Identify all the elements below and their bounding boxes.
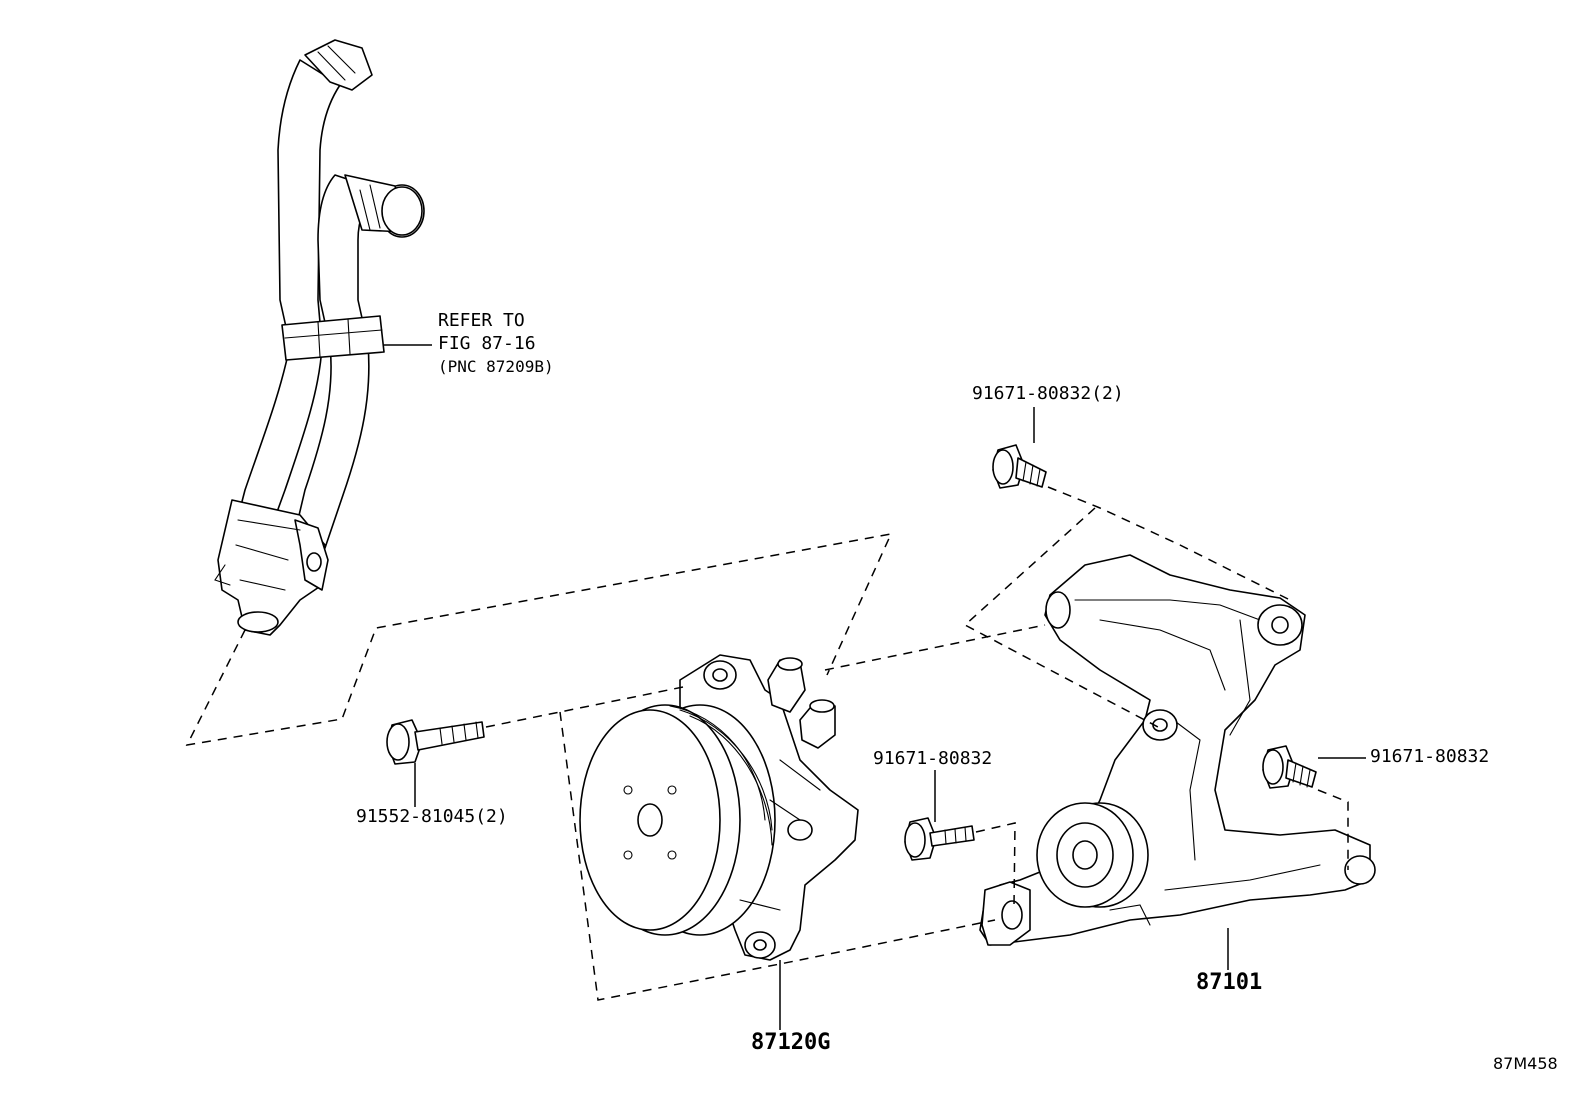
bracket-87101	[979, 554, 1376, 946]
leader-lines	[384, 344, 1366, 1030]
callout-bracket: 87101	[1196, 970, 1263, 995]
reference-note-line3: (PNC 87209B)	[438, 357, 554, 376]
bolt-top-91671-80832	[992, 444, 1047, 489]
figure-code: 87M458	[1493, 1054, 1558, 1073]
callout-bolt-right: 91671-80832	[1370, 746, 1490, 767]
reference-note-line1: REFER TO	[438, 310, 525, 331]
bolt-left-91552-81045	[386, 719, 485, 765]
hose-assembly	[214, 39, 425, 636]
callout-bolt-top: 91671-80832(2)	[972, 383, 1124, 404]
bolt-middle-91671-80832	[904, 817, 975, 861]
assembly-dashed-lines	[185, 486, 1349, 1001]
reference-note-line2: FIG 87-16	[438, 333, 536, 354]
bolt-right-91671-80832	[1262, 745, 1317, 789]
callout-bolt-middle: 91671-80832	[873, 748, 993, 769]
water-pump-87120G	[579, 654, 859, 961]
callout-pump: 87120G	[751, 1030, 831, 1055]
callout-bolt-left: 91552-81045(2)	[356, 806, 508, 827]
